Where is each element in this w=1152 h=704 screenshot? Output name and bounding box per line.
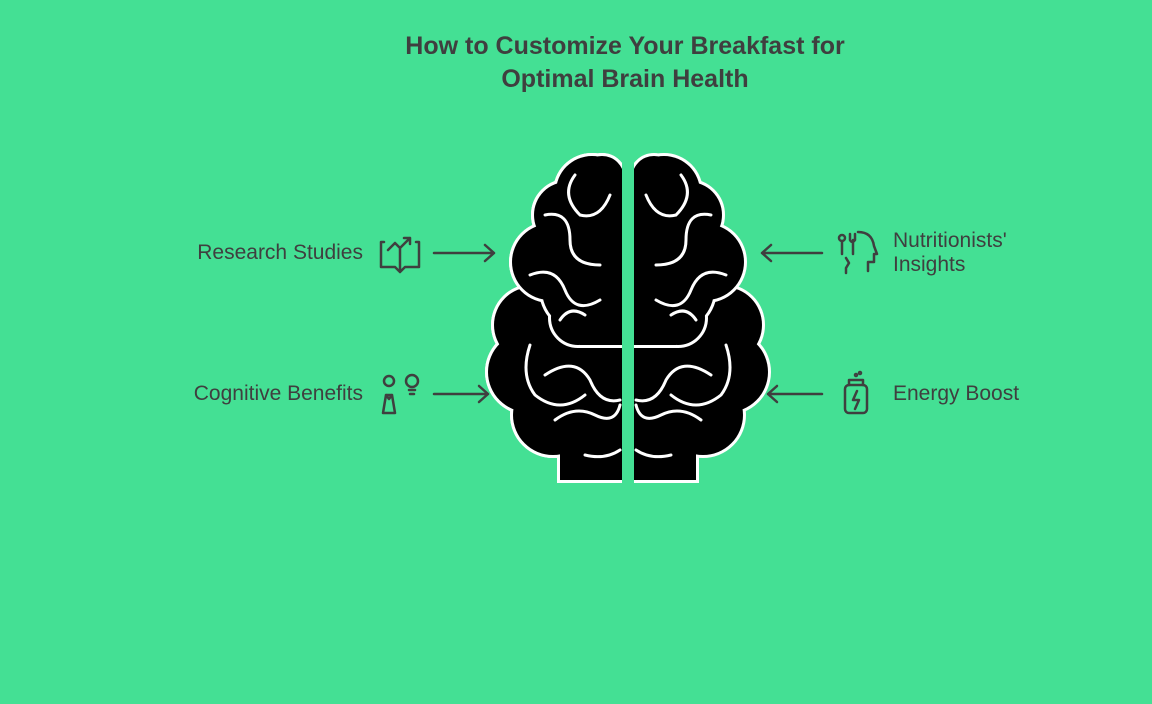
arrow-energy (766, 384, 824, 404)
energy-drink-icon (843, 370, 869, 415)
book-chart-icon (379, 236, 421, 274)
label-research-studies: Research Studies (197, 241, 363, 264)
brain-left (488, 156, 636, 480)
page-title: How to Customize Your Breakfast for Opti… (405, 32, 845, 93)
head-utensils-icon (837, 230, 879, 275)
label-energy-boost: Energy Boost (893, 382, 1020, 405)
person-lightbulb-icon (381, 373, 420, 415)
label-nutritionists-insights: Nutritionists' Insights (893, 229, 1007, 276)
label-cognitive-benefits: Cognitive Benefits (193, 382, 363, 405)
arrow-research (432, 243, 496, 263)
arrow-nutritionists (760, 243, 824, 263)
brain-right (620, 156, 768, 480)
arrow-cognitive (432, 384, 490, 404)
